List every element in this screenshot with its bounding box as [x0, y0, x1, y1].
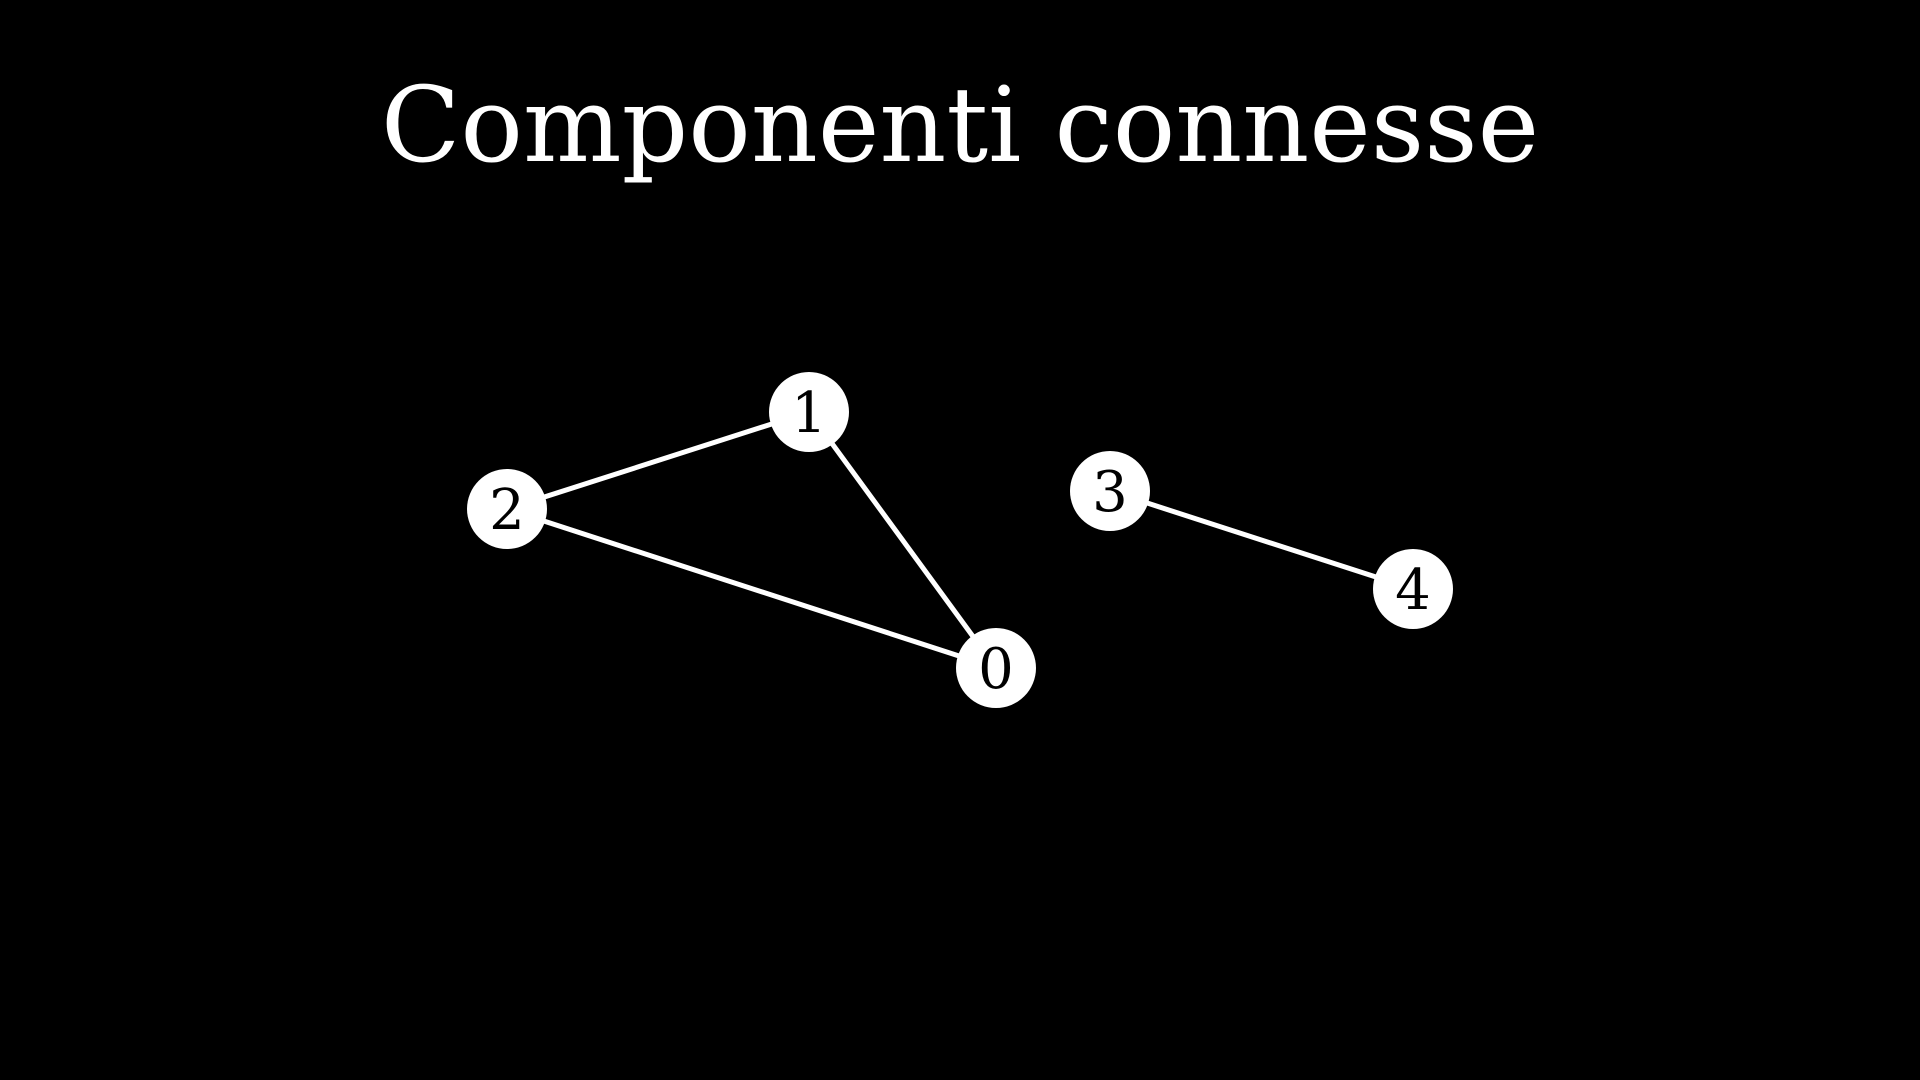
edge-1-0 [806, 410, 999, 670]
graph-nodes: 0 1 2 3 4 [467, 372, 1453, 708]
node-4: 4 [1373, 549, 1453, 629]
node-0: 0 [956, 628, 1036, 708]
edge-2-0 [506, 506, 997, 671]
edge-2-1 [506, 409, 810, 512]
node-circle [769, 372, 849, 452]
node-circle [1373, 549, 1453, 629]
edge-3-4 [1109, 488, 1414, 592]
node-2: 2 [467, 469, 547, 549]
node-label: 3 [1092, 460, 1128, 525]
node-3: 3 [1070, 451, 1150, 531]
node-circle [956, 628, 1036, 708]
node-label: 4 [1395, 558, 1431, 623]
node-label: 2 [489, 478, 525, 543]
node-1: 1 [769, 372, 849, 452]
node-circle [467, 469, 547, 549]
graph-edges [506, 409, 1414, 671]
node-label: 1 [791, 381, 827, 446]
node-label: 0 [978, 637, 1014, 702]
page-title: Componenti connesse [380, 64, 1540, 186]
node-circle [1070, 451, 1150, 531]
